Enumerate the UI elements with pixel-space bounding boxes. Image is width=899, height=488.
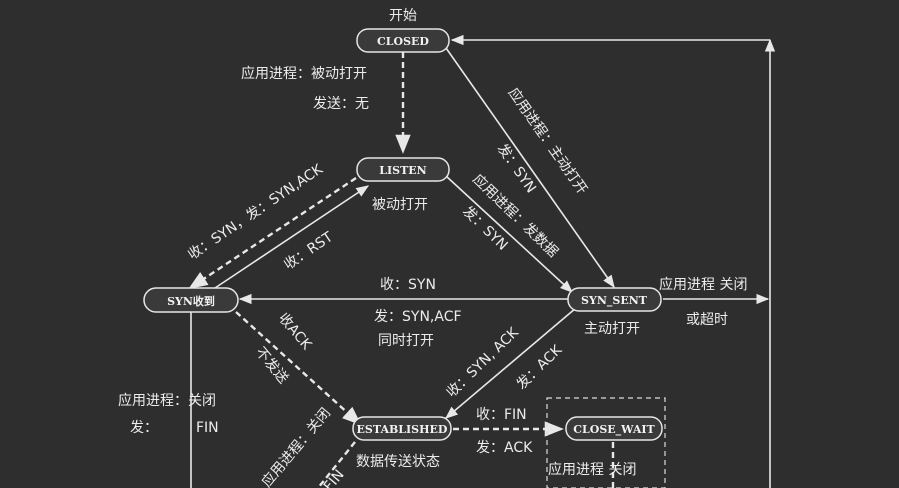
label-est-close-app: 应用进程：关闭: [258, 405, 334, 488]
label-synsent-closed-app: 应用进程 关闭: [659, 276, 747, 293]
state-syn-rcvd: SYN收到: [143, 287, 239, 313]
label-synrcvd-close-fin: FIN: [196, 420, 219, 436]
edge-synsent-to-established: [445, 307, 577, 419]
edge-synrcvd-to-established: [235, 311, 362, 426]
state-closed: CLOSED: [356, 28, 450, 53]
label-synsent-synrcvd-send: 发：SYN,ACF: [374, 309, 462, 325]
label-est-closewait-send: 发：ACK: [476, 440, 533, 456]
label-synrcvd-est-send: 不发送: [252, 344, 291, 386]
start-label: 开始: [389, 8, 417, 24]
label-synsent-synrcvd-recv: 收：SYN: [380, 277, 436, 293]
state-established-label: ESTABLISHED: [357, 423, 448, 436]
label-closewait-app: 应用进程 关闭: [548, 461, 636, 478]
state-syn-sent-label: SYN_SENT: [581, 294, 648, 308]
edge-listen-to-synsent: [445, 175, 573, 293]
state-close-wait: CLOSE_WAIT: [565, 416, 663, 441]
caption-established: 数据传送状态: [356, 454, 440, 470]
state-close-wait-label: CLOSE_WAIT: [573, 423, 655, 437]
label-synrcvd-listen-rst: 收：RST: [281, 229, 336, 273]
label-synsent-closed-timeout: 或超时: [686, 312, 728, 328]
caption-syn-sent: 主动打开: [584, 320, 640, 337]
state-syn-rcvd-label: SYN收到: [167, 294, 215, 308]
state-established: ESTABLISHED: [352, 416, 452, 441]
state-listen-label: LISTEN: [379, 164, 426, 177]
close-wait-region: [546, 397, 666, 488]
label-synrcvd-close-app: 应用进程：关闭: [118, 392, 216, 409]
edge-synrcvd-to-listen: [211, 185, 370, 291]
label-est-closewait-recv: 收：FIN: [476, 407, 527, 423]
label-synsent-est-send: 发：ACK: [514, 342, 566, 393]
label-closed-listen-app: 应用进程：被动打开: [241, 65, 367, 82]
state-syn-sent: SYN_SENT: [567, 287, 662, 312]
label-synsent-synrcvd-note: 同时打开: [378, 332, 434, 349]
edge-closed-to-synsent: [445, 47, 615, 289]
state-listen: LISTEN: [356, 157, 450, 182]
edge-listen-to-synrcvd: [188, 176, 357, 290]
caption-listen: 被动打开: [372, 196, 428, 213]
label-est-close-fin: FIN: [321, 467, 348, 488]
label-synrcvd-est-recv: 收ACK: [275, 310, 315, 353]
label-closed-listen-send: 发送：无: [313, 96, 369, 112]
state-closed-label: CLOSED: [377, 35, 429, 48]
label-synrcvd-close-send: 发：: [130, 420, 158, 436]
